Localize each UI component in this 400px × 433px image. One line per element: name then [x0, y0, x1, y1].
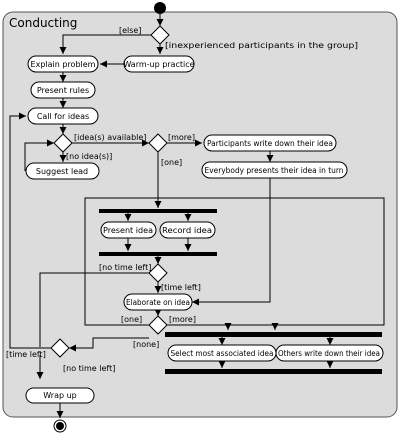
action-elaborate: Elaborate on idea [123, 293, 193, 311]
svg-text:Participants write down their: Participants write down their idea [207, 139, 333, 148]
conducting-activity-frame [2, 11, 398, 418]
guard-inexperienced: [inexperienced participants in the group… [165, 41, 358, 50]
decision-ideas-available [53, 133, 73, 153]
svg-text:Explain problem: Explain problem [31, 60, 96, 69]
fork-bar-select-others [165, 332, 382, 337]
action-record-idea: Record idea [159, 221, 216, 239]
svg-text:Present rules: Present rules [37, 86, 89, 95]
svg-text:Wrap up: Wrap up [43, 391, 77, 400]
guard-no-ideas: [no idea(s)] [66, 152, 112, 161]
svg-text:Select most associated idea: Select most associated idea [171, 349, 274, 358]
svg-text:Everybody presents their idea: Everybody presents their idea in turn [205, 166, 344, 175]
action-present-rules: Present rules [30, 81, 96, 99]
svg-text:Warm-up practice: Warm-up practice [123, 60, 194, 69]
svg-text:Others write down their idea: Others write down their idea [278, 349, 380, 358]
svg-text:Present idea: Present idea [103, 226, 153, 235]
join-bar-present-record [99, 252, 217, 256]
action-warmup: Warm-up practice [123, 55, 195, 73]
guard-more-1: [more] [168, 133, 195, 142]
svg-text:Record idea: Record idea [162, 226, 212, 235]
guard-one-2: [one] [121, 315, 142, 324]
final-node [53, 419, 67, 433]
decision-time-left-2 [50, 338, 70, 358]
guard-none: [none] [133, 340, 159, 349]
decision-elaborated-count [148, 315, 168, 335]
guard-labels: [else] [inexperienced participants in th… [6, 26, 358, 373]
action-wrap-up: Wrap up [25, 387, 95, 404]
action-suggest-lead: Suggest lead [25, 162, 100, 180]
guard-no-time-left-2: [no time left] [63, 364, 115, 373]
decision-warmup [150, 25, 170, 45]
decision-time-left-1 [148, 263, 168, 283]
activity-title: Conducting [9, 16, 77, 30]
svg-text:Suggest lead: Suggest lead [36, 167, 88, 176]
guard-more-2: [more] [169, 315, 196, 324]
guard-ideas-available: [idea(s) available] [74, 133, 146, 142]
action-participants-write: Participants write down their idea [203, 134, 337, 152]
svg-text:Elaborate on idea: Elaborate on idea [126, 298, 190, 307]
action-others-write: Others write down their idea [275, 344, 384, 362]
guard-time-left-2: [time left] [6, 350, 46, 359]
fork-bar-present-record [99, 209, 217, 213]
join-bar-select-others [165, 369, 382, 374]
action-present-idea: Present idea [100, 221, 157, 239]
svg-text:Call for ideas: Call for ideas [37, 112, 89, 121]
control-flows [9, 14, 385, 418]
action-explain-problem: Explain problem [27, 55, 99, 73]
action-everybody-presents: Everybody presents their idea in turn [201, 161, 348, 179]
decision-idea-count [148, 133, 168, 153]
guard-one-1: [one] [161, 158, 182, 167]
action-select-most-associated: Select most associated idea [167, 344, 277, 362]
guard-else: [else] [119, 26, 141, 35]
guard-no-time-left-1: [no time left] [99, 263, 151, 272]
guard-time-left-1: [time left] [161, 283, 201, 292]
initial-node [154, 2, 166, 14]
action-call-for-ideas: Call for ideas [27, 107, 99, 125]
